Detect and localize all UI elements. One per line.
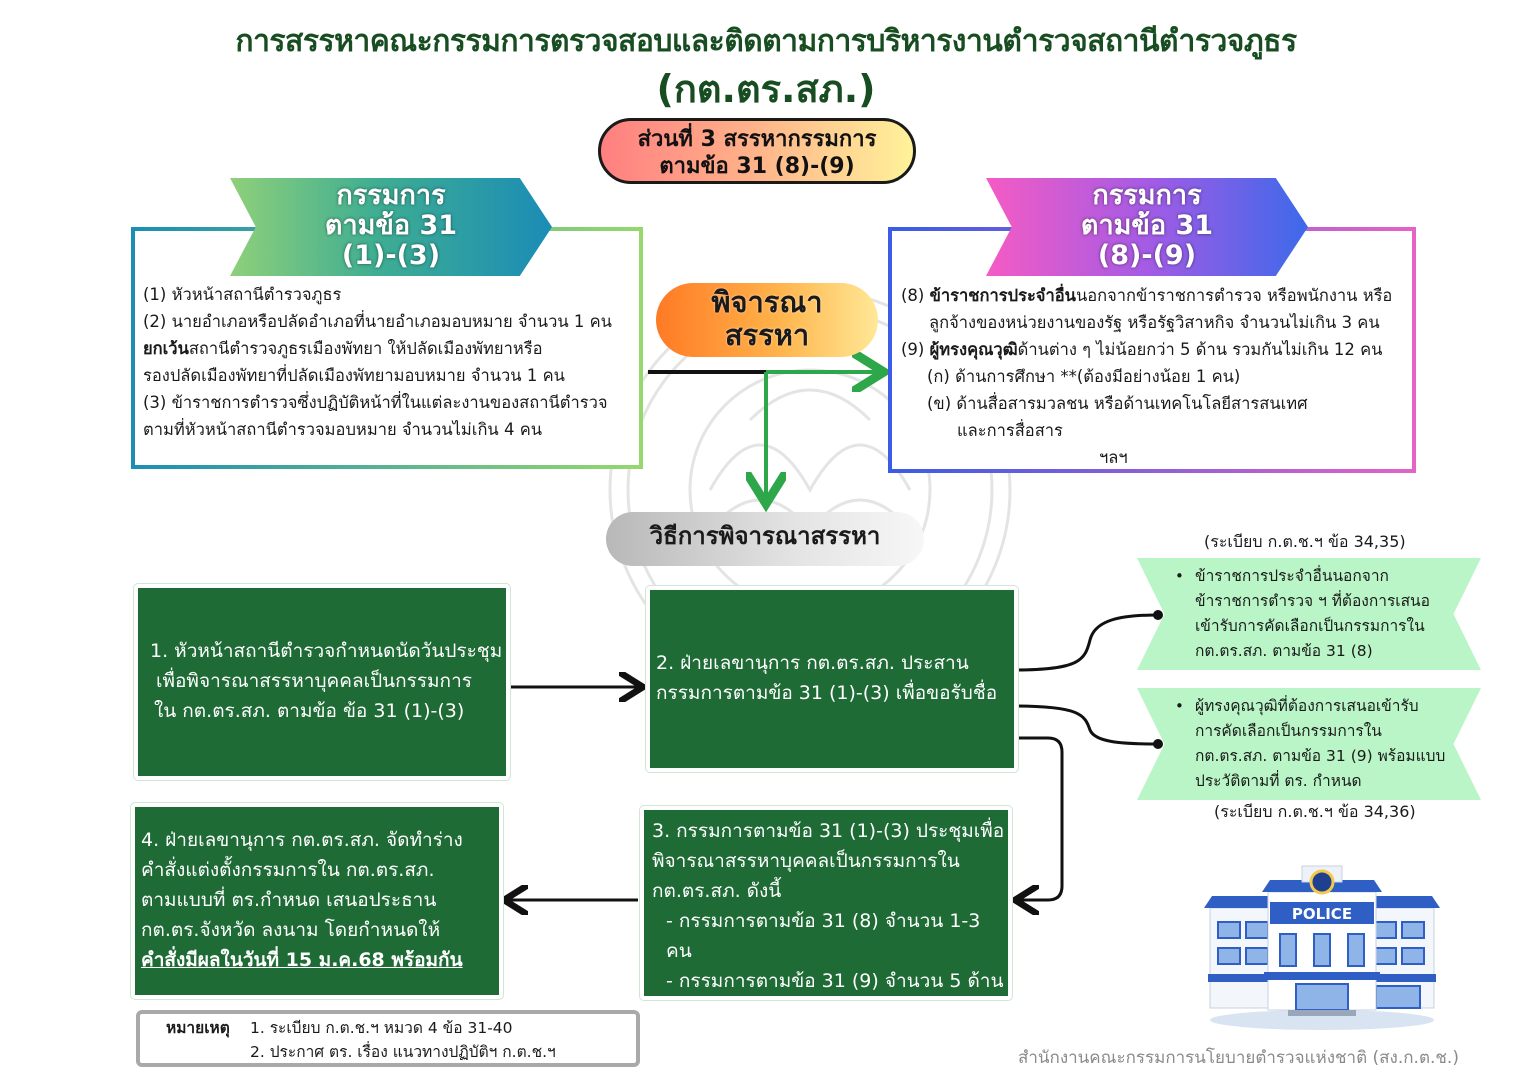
right-item-9b-cont: และการสื่อสาร [957, 421, 1063, 440]
ribbon-right-line3: (8)-(9) [1097, 240, 1197, 271]
left-panel [131, 227, 643, 469]
step3-line5: - กรรมการตามข้อ 31 (9) จำนวน 5 ด้าน [666, 970, 1004, 992]
police-station-icon: POLICE [1204, 865, 1440, 1030]
note-box: หมายเหตุ 1. ระเบียบ ก.ต.ช.ฯ หมวด 4 ข้อ 31… [136, 1010, 640, 1067]
item9-rest: ด้านต่าง ๆ ไม่น้อยกว่า 5 ด้าน รวมกันไม่เ… [1017, 340, 1383, 359]
step2-line2: กรรมการตามข้อ 31 (1)-(3) เพื่อขอรับชื่อ [656, 682, 998, 704]
page-subtitle: (กต.ตร.สภ.) [656, 67, 876, 111]
left-item-2: (2) นายอำเภอหรือปลัดอำเภอที่นายอำเภอมอบห… [143, 312, 612, 331]
page-title: การสรรหาคณะกรรมการตรวจสอบและติดตามการบริ… [235, 24, 1297, 59]
left-panel-text: (1) หัวหน้าสถานีตำรวจภูธร (2) นายอำเภอหร… [143, 281, 638, 443]
ribbon-left-line1: กรรมการ [336, 180, 446, 211]
left-item-2-cont: รองปลัดเมืองพัทยาที่ปลัดเมืองพัทยามอบหมา… [143, 366, 565, 385]
step4-line4: กต.ตร.จังหวัด ลงนาม โดยกำหนดให้ [141, 919, 441, 941]
step1-line3: ใน กต.ตร.สภ. ตามข้อ ข้อ 31 (1)-(3) [154, 700, 465, 722]
step2-line1: 2. ฝ่ายเลขานุการ กต.ตร.สภ. ประสาน [656, 652, 969, 674]
step3-line3: กต.ตร.สภ. ดังนี้ [652, 880, 782, 902]
step3-line1: 3. กรรมการตามข้อ 31 (1)-(3) ประชุมเพื่อ [652, 820, 1005, 842]
step4-line5: คำสั่งมีผลในวันที่ 15 ม.ค.68 พร้อมกัน [141, 949, 463, 971]
item8-bold: ข้าราชการประจำอื่น [929, 286, 1076, 305]
note-line2: 2. ประกาศ ตร. เรื่อง แนวทางปฏิบัติฯ ก.ต.… [250, 1043, 556, 1061]
regulation-top: (ระเบียบ ก.ต.ช.ฯ ข้อ 34,35) [1204, 530, 1406, 555]
right-item-9a: (ก) ด้านการศึกษา **(ต้องมีอย่างน้อย 1 คน… [927, 367, 1241, 386]
ribbon-left: กรรมการ ตามข้อ 31 (1)-(3) [230, 178, 552, 276]
step-4-box: 4. ฝ่ายเลขานุการ กต.ตร.สภ. จัดทำร่าง คำส… [130, 802, 504, 1000]
item9-prefix: (9) [901, 340, 930, 359]
step1-line2: เพื่อพิจารณาสรรหาบุคคลเป็นกรรมการ [156, 670, 472, 692]
except-rest: สถานีตำรวจภูธรเมืองพัทยา ให้ปลัดเมืองพัท… [188, 339, 543, 358]
section-line2: ตามข้อ 31 (8)-(9) [659, 154, 855, 179]
step-1-box: 1. หัวหน้าสถานีตำรวจกำหนดนัดวันประชุม เพ… [133, 583, 511, 781]
ribbon-left-line3: (1)-(3) [341, 240, 441, 271]
side2-line1: ผู้ทรงคุณวุฒิที่ต้องการเสนอเข้ารับ [1195, 697, 1419, 715]
bullet-icon: • [1175, 567, 1184, 585]
ribbon-right-line2: ตามข้อ 31 [1080, 210, 1214, 241]
right-item-8-cont: ลูกจ้างของหน่วยงานของรัฐ หรือรัฐวิสาหกิจ… [929, 313, 1380, 332]
footer-org: สำนักงานคณะกรรมการนโยบายตำรวจแห่งชาติ (ส… [1018, 1048, 1459, 1068]
side1-line3: เข้ารับการคัดเลือกเป็นกรรมการใน [1195, 617, 1425, 635]
item8-rest: นอกจากข้าราชการตำรวจ หรือพนักงาน หรือ [1075, 286, 1393, 305]
item9-bold: ผู้ทรงคุณวุฒิ [929, 340, 1018, 359]
step3-line6: รวมไม่เกิน 12 คน [652, 1000, 801, 1022]
left-item-3-cont: ตามที่หัวหน้าสถานีตำรวจมอบหมาย จำนวนไม่เ… [143, 420, 543, 439]
left-item-1: (1) หัวหน้าสถานีตำรวจภูธร [143, 285, 342, 304]
regulation-bottom: (ระเบียบ ก.ต.ช.ฯ ข้อ 34,36) [1214, 800, 1416, 825]
right-etc: ฯลฯ [1099, 448, 1128, 467]
right-item-9: (9) ผู้ทรงคุณวุฒิด้านต่าง ๆ ไม่น้อยกว่า … [901, 336, 1411, 363]
side2-line2: การคัดเลือกเป็นกรรมการใน [1195, 722, 1382, 740]
side2-line4: ประวัติตามที่ ตร. กำหนด [1195, 772, 1362, 790]
left-item-3: (3) ข้าราชการตำรวจซึ่งปฏิบัติหน้าที่ในแต… [143, 393, 608, 412]
step-2-box: 2. ฝ่ายเลขานุการ กต.ตร.สภ. ประสาน กรรมกา… [645, 585, 1019, 773]
side1-line2: ข้าราชการตำรวจ ฯ ที่ต้องการเสนอ [1195, 592, 1430, 610]
note-text1: 1. ระเบียบ ก.ต.ช.ฯ หมวด 4 ข้อ 31-40 [250, 1019, 513, 1037]
except-word: ยกเว้น [143, 339, 189, 358]
step-3-box: 3. กรรมการตามข้อ 31 (1)-(3) ประชุมเพื่อ … [639, 805, 1013, 1022]
method-pill: วิธีการพิจารณาสรรหา [606, 512, 924, 566]
side1-line1: ข้าราชการประจำอื่นนอกจาก [1195, 567, 1389, 585]
consider-pill: พิจารณา สรรหา [656, 283, 878, 357]
right-item-9b: (ข) ด้านสื่อสารมวลชน หรือด้านเทคโนโลยีสา… [927, 394, 1308, 413]
step4-line3: ตามแบบที่ ตร.กำหนด เสนอประธาน [141, 889, 437, 911]
consider-line1: พิจารณา [711, 285, 823, 319]
side2-line3: กต.ตร.สภ. ตามข้อ 31 (9) พร้อมแบบ [1195, 747, 1446, 765]
item8-prefix: (8) [901, 286, 930, 305]
bullet-icon: • [1175, 697, 1184, 715]
side1-line4: กต.ตร.สภ. ตามข้อ 31 (8) [1195, 642, 1373, 660]
right-panel-text: (8) ข้าราชการประจำอื่นนอกจากข้าราชการตำร… [901, 282, 1411, 471]
side-banner-1: • ข้าราชการประจำอื่นนอกจาก ข้าราชการตำรว… [1137, 558, 1481, 670]
ribbon-right: กรรมการ ตามข้อ 31 (8)-(9) [986, 178, 1308, 276]
step3-line4: - กรรมการตามข้อ 31 (8) จำนวน 1-3 คน [666, 910, 981, 962]
consider-line2: สรรหา [724, 318, 810, 352]
section-pill: ส่วนที่ 3 สรรหากรรมการ ตามข้อ 31 (8)-(9) [598, 118, 916, 184]
left-item-2-except: ยกเว้นสถานีตำรวจภูธรเมืองพัทยา ให้ปลัดเม… [143, 335, 638, 362]
step4-line1: 4. ฝ่ายเลขานุการ กต.ตร.สภ. จัดทำร่าง [141, 829, 463, 851]
side-banner-2: • ผู้ทรงคุณวุฒิที่ต้องการเสนอเข้ารับ การ… [1137, 688, 1481, 800]
police-sign: POLICE [1292, 905, 1352, 923]
step1-line1: 1. หัวหน้าสถานีตำรวจกำหนดนัดวันประชุม [150, 640, 503, 662]
section-line1: ส่วนที่ 3 สรรหากรรมการ [637, 127, 877, 152]
step3-line2: พิจารณาสรรหาบุคคลเป็นกรรมการใน [652, 850, 960, 872]
note-line1: หมายเหตุ 1. ระเบียบ ก.ต.ช.ฯ หมวด 4 ข้อ 31… [166, 1016, 636, 1040]
step4-line2: คำสั่งแต่งตั้งกรรมการใน กต.ตร.สภ. [141, 859, 435, 881]
ribbon-left-line2: ตามข้อ 31 [324, 210, 458, 241]
ribbon-right-line1: กรรมการ [1092, 180, 1202, 211]
note-label: หมายเหตุ [166, 1019, 230, 1037]
right-item-8: (8) ข้าราชการประจำอื่นนอกจากข้าราชการตำร… [901, 282, 1411, 309]
